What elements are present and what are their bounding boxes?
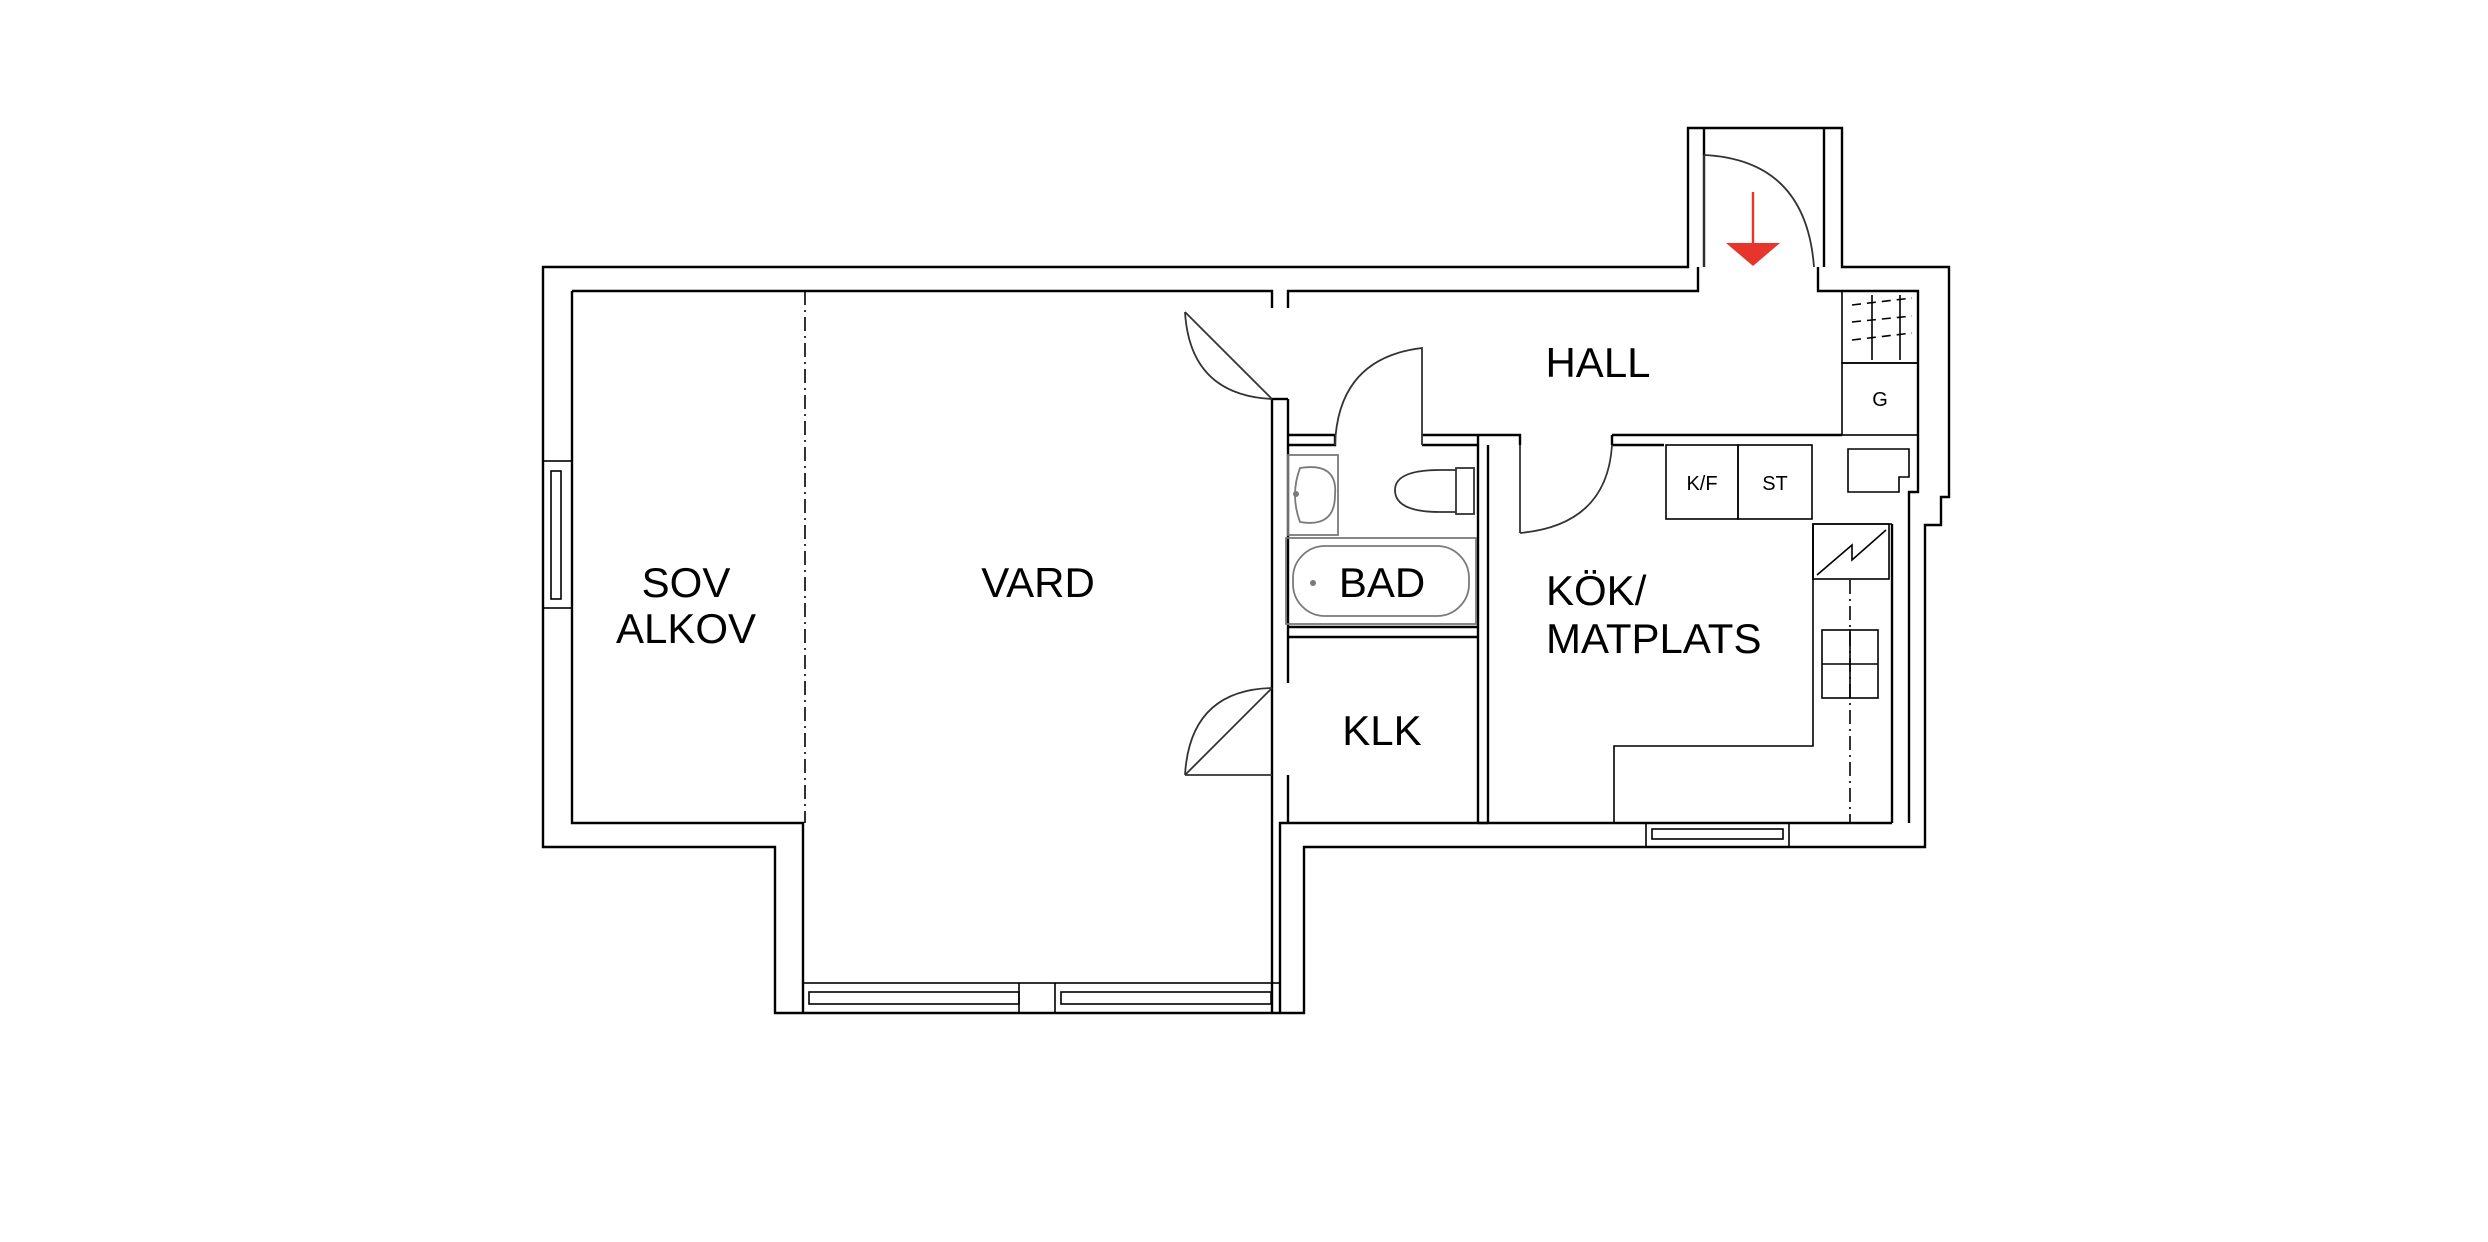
outer-walls bbox=[541, 126, 1951, 1015]
room-label-vard: VARD bbox=[981, 559, 1095, 606]
door-klk bbox=[1184, 687, 1273, 776]
door-entrance bbox=[1703, 154, 1815, 268]
sink-icon bbox=[1287, 454, 1339, 536]
wardrobe-g-label: G bbox=[1872, 389, 1888, 411]
kitchen-sink-icon bbox=[1821, 629, 1879, 699]
room-label-klk: KLK bbox=[1342, 707, 1421, 754]
room-label-kok: KÖK/ bbox=[1546, 567, 1647, 614]
room-label-alkov: ALKOV bbox=[616, 605, 756, 652]
wardrobe bbox=[1841, 290, 1919, 364]
fridge-freezer-label: K/F bbox=[1686, 473, 1717, 495]
room-label-hall: HALL bbox=[1545, 339, 1650, 386]
bathtub-icon bbox=[1285, 537, 1477, 625]
wardrobe-g bbox=[1841, 362, 1919, 436]
room-label-matplats: MATPLATS bbox=[1546, 615, 1761, 662]
interior-walls bbox=[1270, 397, 1892, 1013]
room-label-sov: SOV bbox=[642, 559, 731, 606]
entrance-arrow-icon bbox=[1726, 192, 1780, 266]
small-cabinet bbox=[1847, 448, 1910, 493]
window-bottom-vard bbox=[802, 982, 1281, 1014]
kitchen-cabinet bbox=[1812, 523, 1890, 580]
window-left bbox=[542, 460, 573, 609]
stove-label: ST bbox=[1762, 473, 1788, 495]
door-bathroom bbox=[1334, 346, 1423, 446]
window-kitchen bbox=[1645, 822, 1790, 848]
room-label-bad: BAD bbox=[1339, 559, 1425, 606]
door-vard-hall bbox=[1184, 311, 1273, 400]
door-kitchen bbox=[1519, 444, 1613, 534]
stove bbox=[1737, 444, 1813, 520]
toilet-icon bbox=[1394, 467, 1475, 515]
